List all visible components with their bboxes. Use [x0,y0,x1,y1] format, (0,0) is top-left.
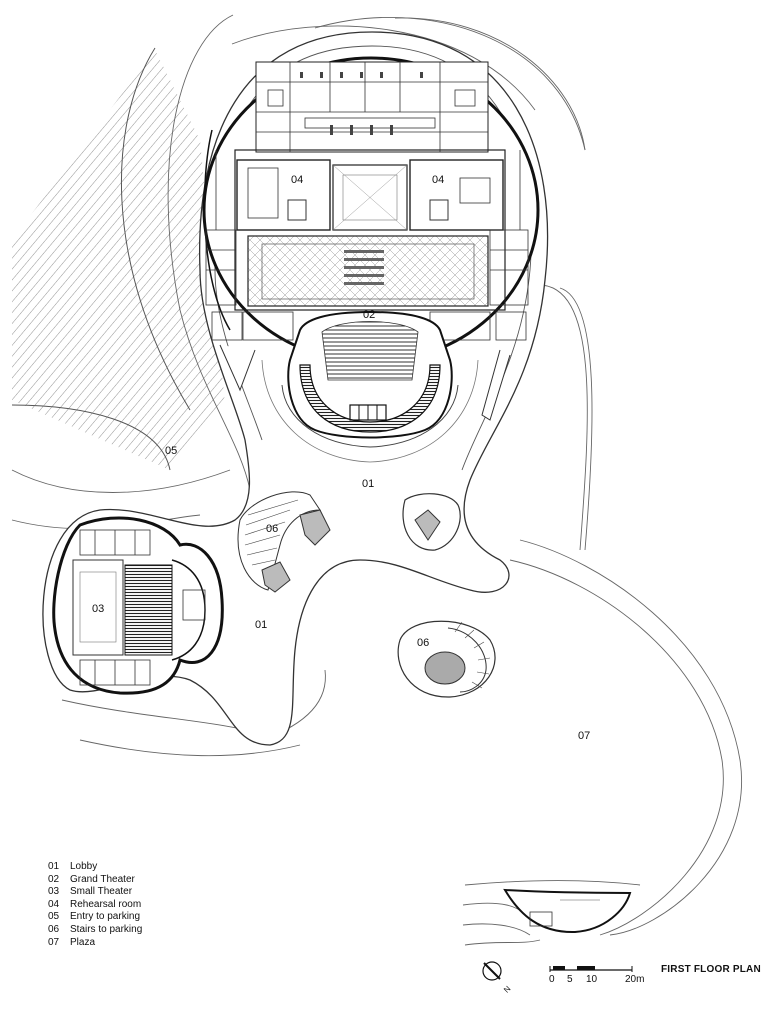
stairs-to-parking-left [237,491,331,593]
landscape-curves [11,14,742,946]
small-theater-block [52,516,224,695]
plan-title: FIRST FLOOR PLAN [661,964,761,975]
room-label-lobby-bottom: 01 [255,619,267,631]
room-label-stairs-left: 06 [266,523,278,535]
room-label-plaza: 07 [578,730,590,742]
north-arrow-icon: N [482,961,513,995]
grand-theater-auditorium [219,310,511,463]
room-label-grand-theater: 02 [363,309,375,321]
room-label-lobby-top: 01 [362,478,374,490]
room-label-rehearsal-left: 04 [291,174,303,186]
north-label: N [502,984,513,995]
scale-tick-label: 5 [567,974,573,985]
scale-tick-label: 10 [586,974,598,985]
room-label-parking-entry: 05 [165,445,177,457]
room-label-stairs-right: 06 [417,637,429,649]
scale-tick-label: 0 [549,974,555,985]
scale-tick-label: 20m [625,974,645,985]
plaza-pavilion [503,888,632,934]
parking-ramp [11,47,225,471]
stairs-to-parking-right [397,620,496,698]
parking-vent-pod [402,493,461,551]
grand-theater-block [202,56,540,364]
room-label-rehearsal-right: 04 [432,174,444,186]
room-label-small-theater: 03 [92,603,104,615]
scale-bar [549,966,633,972]
